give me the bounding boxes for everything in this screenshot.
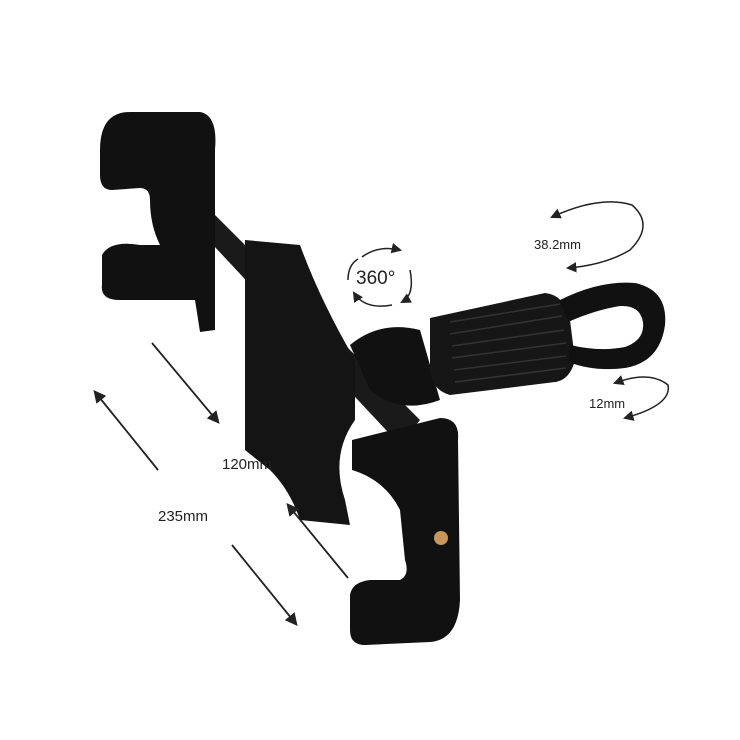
clamp-min-label: 120mm — [222, 456, 273, 473]
knob-ridges — [449, 303, 567, 383]
clamp-max-arrow-2 — [231, 544, 298, 626]
screw-icon — [434, 531, 448, 545]
clamp-min-arrow-2 — [286, 503, 349, 579]
diameter-arrow — [550, 201, 644, 273]
center-plate — [245, 240, 355, 525]
tightening-knob — [430, 293, 575, 395]
swivel-joint — [350, 327, 440, 406]
rotate-360-icon — [347, 243, 413, 307]
top-clamp — [100, 112, 216, 332]
clamp-max-arrow — [93, 390, 159, 471]
headrest-ring — [560, 282, 666, 370]
rod-min-label: 12mm — [589, 396, 626, 411]
min-diameter-arrow — [613, 375, 670, 421]
clamp-max-label: 235mm — [158, 508, 209, 525]
bottom-clamp — [350, 418, 460, 645]
rod-diameter-label: 38.2mm — [534, 237, 581, 252]
rotation-label: 360° — [356, 268, 396, 289]
clamp-min-arrow — [151, 342, 220, 424]
